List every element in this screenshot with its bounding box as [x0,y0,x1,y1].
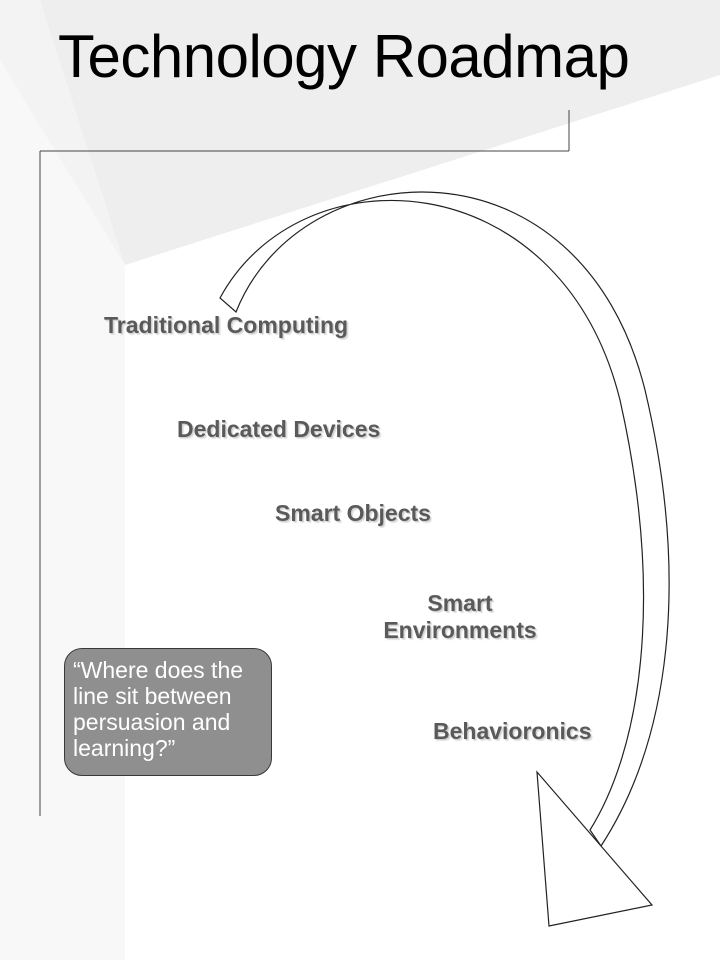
curved-arrow-head [536,770,654,927]
background-panel-top [0,0,720,265]
stage-traditional-computing: Traditional Computing [104,312,349,338]
stage-dedicated-devices: Dedicated Devices [177,416,381,442]
background-panel-top-left [0,0,125,265]
stage-smart-environments: Smart Environments [383,590,537,643]
slide-title: Technology Roadmap [58,23,630,90]
stage-behavioronics: Behavioronics [433,718,592,744]
stage-smart-objects: Smart Objects [275,500,431,526]
curved-arrow-icon [219,191,670,927]
quote-callout: “Where does the line sit between persuas… [64,648,272,776]
